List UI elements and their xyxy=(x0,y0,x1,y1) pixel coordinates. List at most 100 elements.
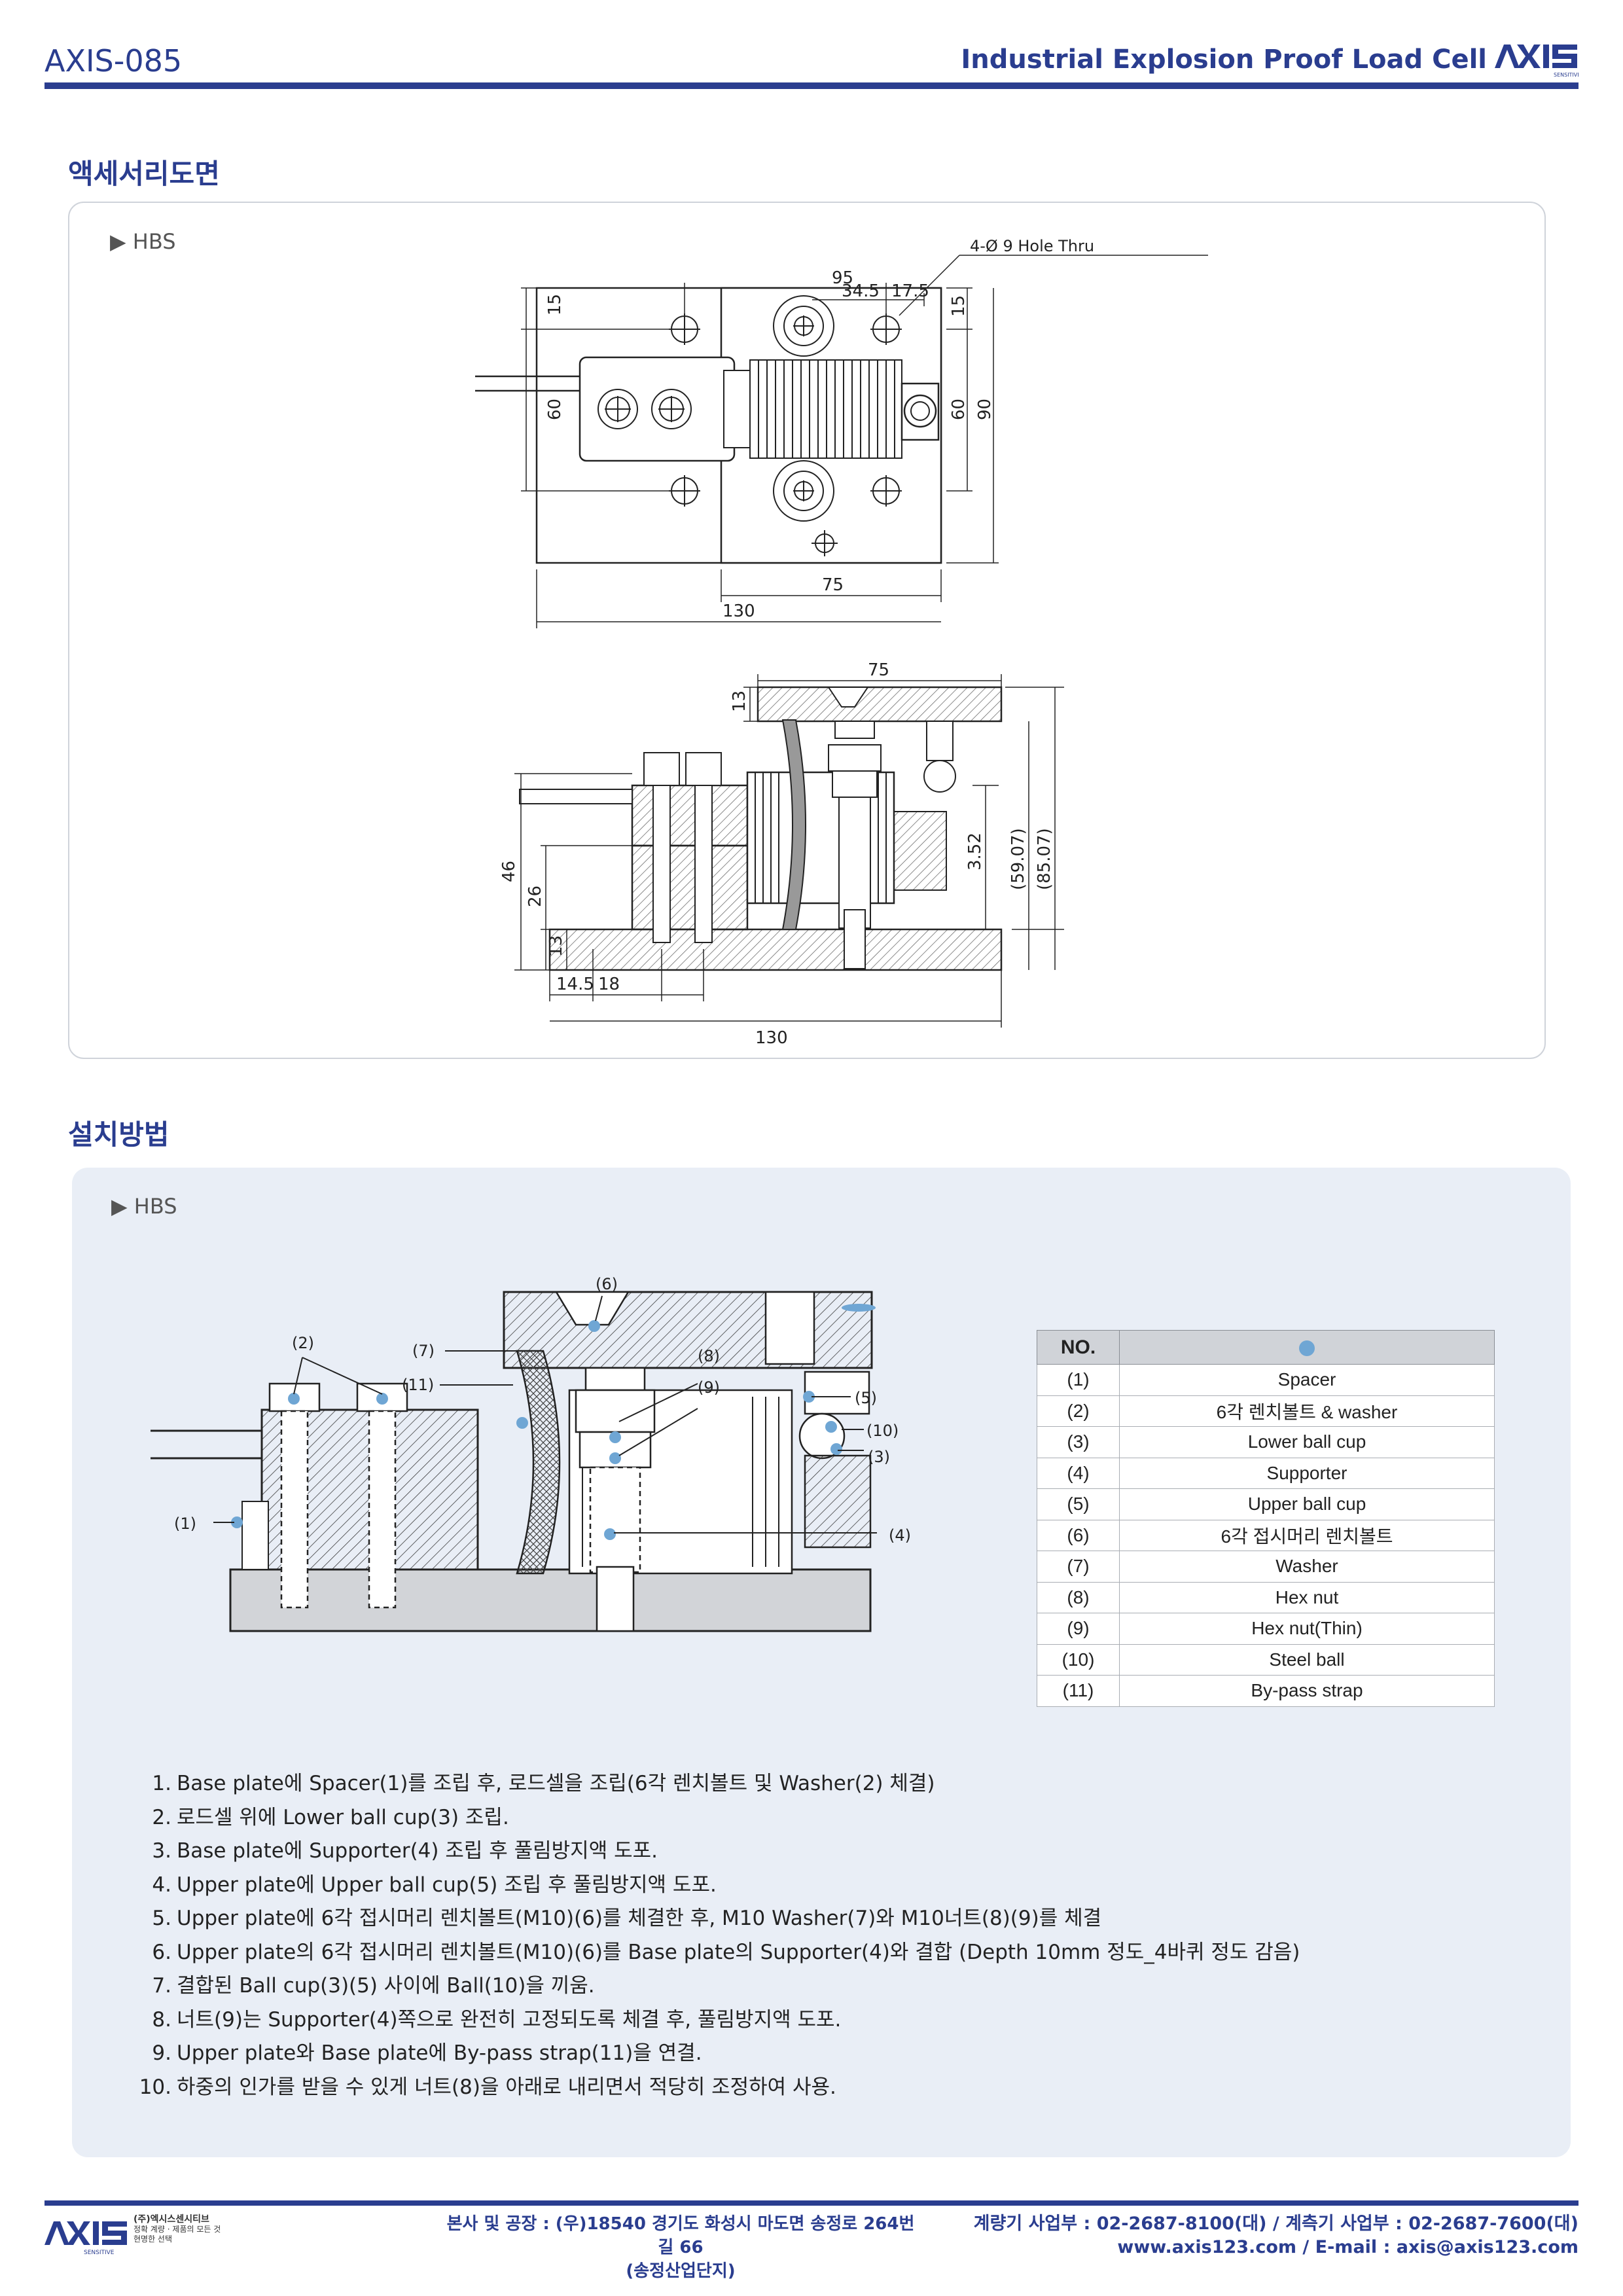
dim-130-side: 130 xyxy=(755,1028,788,1048)
marker-dot-icon xyxy=(1299,1340,1315,1356)
dim-75-side: 75 xyxy=(868,661,889,680)
page-header: AXIS-085 Industrial Explosion Proof Load… xyxy=(45,39,1578,92)
dim-85-07: (85.07) xyxy=(1035,828,1054,890)
list-item: 9.Upper plate와 Base plate에 By-pass strap… xyxy=(137,2037,1446,2071)
step-text: Upper plate에 6각 접시머리 렌치볼트(M10)(6)를 체결한 후… xyxy=(177,1907,1102,1930)
list-item: 2.로드셀 위에 Lower ball cup(3) 조립. xyxy=(137,1801,1446,1835)
dim-60-left: 60 xyxy=(545,399,565,420)
dim-15-right: 15 xyxy=(949,295,969,317)
callout-4: (4) xyxy=(889,1526,911,1545)
step-text: Upper plate와 Base plate에 By-pass strap(1… xyxy=(177,2041,702,2065)
dim-90: 90 xyxy=(975,399,995,420)
parts-table: NO. (1)Spacer (2)6각 렌치볼트 & washer (3)Low… xyxy=(1037,1330,1495,1707)
base-plate xyxy=(548,928,1003,971)
dim-130-top: 130 xyxy=(722,601,755,621)
row-no: (8) xyxy=(1037,1581,1120,1613)
step-text: 하중의 인가를 받을 수 있게 너트(8)을 아래로 내리면서 적당히 조정하여… xyxy=(177,2075,836,2099)
dim-46: 46 xyxy=(499,861,519,882)
footer-address: 본사 및 공장 : (우)18540 경기도 화성시 마도면 송정로 264번길… xyxy=(445,2212,916,2283)
bellows xyxy=(749,359,902,459)
axis-logo: SENSITIVE xyxy=(1495,45,1578,78)
table-row: (2)6각 렌치볼트 & washer xyxy=(1037,1395,1495,1427)
dim-34-5: 34.5 xyxy=(842,281,880,301)
step-text: 로드셀 위에 Lower ball cup(3) 조립. xyxy=(177,1805,509,1829)
row-no: (3) xyxy=(1037,1426,1120,1458)
step-number: 4. xyxy=(152,1873,171,1897)
row-part: Spacer xyxy=(1119,1364,1495,1396)
row-part: Washer xyxy=(1119,1551,1495,1583)
step-number: 10. xyxy=(139,2075,171,2099)
callout-1: (1) xyxy=(174,1515,196,1533)
table-row: (3)Lower ball cup xyxy=(1037,1426,1495,1458)
accessory-sub-label: ▶ HBS xyxy=(110,229,176,254)
top-view-drawing: 95 34.5 17.5 4-Ø 9 Hole Thru 15 60 15 60… xyxy=(475,237,1208,628)
list-item: 4.Upper plate에 Upper ball cup(5) 조립 후 풀림… xyxy=(137,1869,1446,1903)
dim-26: 26 xyxy=(526,886,545,907)
side-view-drawing: 75 13 3.52 (59.07) (85.07) 46 26 13 14.5… xyxy=(499,661,1064,1048)
dim-75-top: 75 xyxy=(822,575,844,595)
footer-company: (주)엑시스센시티브 정확 계량 · 제품의 모든 것 현명한 선택 xyxy=(134,2215,221,2244)
installation-steps: 1.Base plate에 Spacer(1)를 조립 후, 로드셀을 조립(6… xyxy=(137,1767,1446,2104)
list-item: 8.너트(9)는 Supporter(4)쪽으로 완전히 고정되도록 체결 후,… xyxy=(137,2003,1446,2037)
table-row: (9)Hex nut(Thin) xyxy=(1037,1613,1495,1645)
footer-axis-logo: SENSITIVE xyxy=(45,2221,127,2256)
company-name: (주)엑시스센시티브 xyxy=(134,2214,209,2225)
row-part: 6각 렌치볼트 & washer xyxy=(1119,1395,1495,1427)
dim-95: 95 xyxy=(832,268,853,288)
table-row: (7)Washer xyxy=(1037,1551,1495,1583)
install-sub-label: ▶ HBS xyxy=(111,1194,177,1219)
callout-9: (9) xyxy=(698,1378,720,1397)
callout-10: (10) xyxy=(866,1422,899,1440)
accessory-drawing-panel: ▶ HBS xyxy=(68,202,1546,1059)
step-number: 8. xyxy=(152,2007,171,2032)
parts-table-header: NO. xyxy=(1037,1330,1495,1365)
header-marker xyxy=(1119,1330,1495,1365)
company-tagline-2: 현명한 선택 xyxy=(134,2234,173,2244)
row-no: (1) xyxy=(1037,1364,1120,1396)
dim-15-left: 15 xyxy=(545,294,565,315)
row-part: Hex nut(Thin) xyxy=(1119,1613,1495,1645)
step-text: Base plate에 Supporter(4) 조립 후 풀림방지액 도포. xyxy=(177,1839,658,1863)
row-part: Supporter xyxy=(1119,1457,1495,1489)
step-number: 1. xyxy=(152,1772,171,1795)
dim-14-5: 14.5 xyxy=(556,975,594,994)
list-item: 7.결합된 Ball cup(3)(5) 사이에 Ball(10)을 끼움. xyxy=(137,1969,1446,2003)
mounting-bolts-top xyxy=(597,389,692,429)
list-item: 10.하중의 인가를 받을 수 있게 너트(8)을 아래로 내리면서 적당히 조… xyxy=(137,2071,1446,2105)
step-number: 7. xyxy=(152,1974,171,1998)
table-row: (10)Steel ball xyxy=(1037,1643,1495,1676)
step-text: Upper plate에 Upper ball cup(5) 조립 후 풀림방지… xyxy=(177,1873,717,1897)
row-part: By-pass strap xyxy=(1119,1675,1495,1707)
callout-8: (8) xyxy=(698,1347,720,1365)
bypass-strap xyxy=(516,1350,561,1575)
row-part: Upper ball cup xyxy=(1119,1488,1495,1520)
footer-logo-subtext: SENSITIVE xyxy=(84,2250,115,2256)
row-no: (11) xyxy=(1037,1675,1120,1707)
step-number: 5. xyxy=(152,1907,171,1930)
row-part: Steel ball xyxy=(1119,1643,1495,1676)
document-title: Industrial Explosion Proof Load Cell xyxy=(961,45,1487,75)
table-row: (5)Upper ball cup xyxy=(1037,1488,1495,1520)
contact-phones: 계량기 사업부 : 02-2687-8100(대) / 계측기 사업부 : 02… xyxy=(973,2214,1578,2234)
dim-17-5: 17.5 xyxy=(891,281,929,301)
footer-rule xyxy=(45,2200,1578,2206)
install-base-plate xyxy=(229,1568,872,1632)
address-line-1: 본사 및 공장 : (우)18540 경기도 화성시 마도면 송정로 264번길… xyxy=(446,2214,915,2257)
document-code: AXIS-085 xyxy=(45,43,183,79)
company-tagline-1: 정확 계량 · 제품의 모든 것 xyxy=(134,2225,221,2234)
dim-13-top: 13 xyxy=(730,691,749,712)
step-text: 너트(9)는 Supporter(4)쪽으로 완전히 고정되도록 체결 후, 풀… xyxy=(177,2007,842,2032)
address-line-2: (송정산업단지) xyxy=(626,2261,736,2281)
dim-18: 18 xyxy=(598,975,620,994)
list-item: 6.Upper plate의 6각 접시머리 렌치볼트(M10)(6)를 Bas… xyxy=(137,1936,1446,1970)
step-number: 9. xyxy=(152,2041,171,2065)
row-no: (7) xyxy=(1037,1551,1120,1583)
step-number: 6. xyxy=(152,1940,171,1964)
contact-web-email: www.axis123.com / E-mail : axis@axis123.… xyxy=(1117,2237,1578,2257)
row-part: Lower ball cup xyxy=(1119,1426,1495,1458)
logo-subtext: SENSITIVE xyxy=(1554,72,1578,78)
list-item: 1.Base plate에 Spacer(1)를 조립 후, 로드셀을 조립(6… xyxy=(137,1767,1446,1801)
dim-59-07: (59.07) xyxy=(1008,828,1028,890)
header-rule xyxy=(45,82,1578,89)
accessory-section-title: 액세서리도면 xyxy=(68,158,220,190)
